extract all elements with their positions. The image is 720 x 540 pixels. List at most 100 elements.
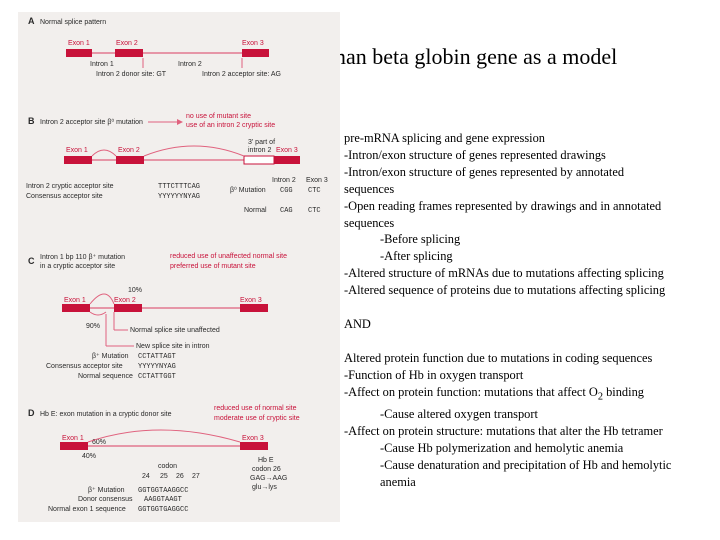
panel-a-intron2: Intron 2 xyxy=(178,61,202,68)
panel-d-note1: reduced use of normal site xyxy=(214,405,297,412)
panel-a-exon2-label: Exon 2 xyxy=(116,40,138,47)
panel-b-note2: use of an intron 2 cryptic site xyxy=(186,122,275,129)
panel-b-exon2 xyxy=(116,156,144,164)
panel-c-note2: preferred use of mutant site xyxy=(170,263,256,270)
splicing-figure: A Normal splice pattern Exon 1 Exon 2 Ex… xyxy=(18,12,340,522)
notes-line: -Before splicing xyxy=(344,231,716,248)
panel-b-exon3 xyxy=(274,156,300,164)
panel-b-letter: B xyxy=(28,116,35,126)
panel-c-normal-site: Normal splice site unaffected xyxy=(130,327,220,334)
panel-c-consensus-seq: YYYYYNYAG xyxy=(138,363,176,371)
notes-line-text-after: binding xyxy=(603,384,644,399)
panel-c-mutation: β⁺ Mutation xyxy=(92,353,129,360)
notes-line: -Open reading frames represented by draw… xyxy=(344,198,716,215)
notes-line: -Affect on protein structure: mutations … xyxy=(344,423,716,440)
panel-d-donor: Donor consensus xyxy=(78,496,133,503)
panel-a-acceptor: Intron 2 acceptor site: AG xyxy=(202,71,281,78)
panel-c-pct-b: 90% xyxy=(86,323,100,330)
notes-line: -Cause Hb polymerization and hemolytic a… xyxy=(344,440,716,457)
panel-a-exon2 xyxy=(115,49,143,57)
panel-b-consensus: Consensus acceptor site xyxy=(26,193,103,200)
panel-c-exon1 xyxy=(62,304,90,312)
panel-b-mutation-seq: CGG xyxy=(280,187,293,195)
notes-line: -Cause denaturation and precipitation of… xyxy=(344,457,716,474)
panel-a-letter: A xyxy=(28,16,35,26)
notes-line-text: sequences xyxy=(344,215,395,230)
splicing-diagram: A Normal splice pattern Exon 1 Exon 2 Ex… xyxy=(26,16,328,514)
page-title: Human beta globin gene as a model xyxy=(302,44,618,69)
panel-d-codon-26: 26 xyxy=(176,473,184,480)
notes-line-text-cont: RNA splicing and gene expression xyxy=(373,131,545,145)
panel-c-heading2: in a cryptic acceptor site xyxy=(40,263,115,270)
panel-d-exon1-label: Exon 1 xyxy=(62,435,84,442)
panel-b-intron-part xyxy=(243,155,275,165)
panel-d-hbe2: codon 26 xyxy=(252,466,281,473)
notes-line: anemia xyxy=(344,474,716,491)
notes-list: pre-mRNA splicing and gene expression-In… xyxy=(344,130,716,490)
panel-d-donor-seq: AAGGTAAGT xyxy=(144,496,182,504)
panel-b-exon-seq1: CTC xyxy=(308,187,321,195)
notes-line: sequences xyxy=(344,181,716,198)
panel-b-exon-seq2: CTC xyxy=(308,207,321,215)
panel-c-exon3-label: Exon 3 xyxy=(240,297,262,304)
panel-d-normal: Normal exon 1 sequence xyxy=(48,506,126,513)
notes-line-text: -Intron/exon structure of genes represen… xyxy=(344,147,606,162)
panel-c-exon2 xyxy=(114,304,142,312)
notes-subscript: 2 xyxy=(597,391,603,403)
notes-line: pre-mRNA splicing and gene expression xyxy=(344,130,716,147)
notes-spacer xyxy=(344,299,716,316)
panel-b-heading: Intron 2 acceptor site β⁰ mutation xyxy=(40,118,143,126)
panel-d-exon1 xyxy=(60,442,88,450)
panel-b-exon1 xyxy=(64,156,92,164)
panel-c-mutation-seq: CCTATTAGT xyxy=(138,353,176,361)
panel-c-exon3 xyxy=(240,304,268,312)
panel-b-exon1-label: Exon 1 xyxy=(66,147,88,154)
panel-d-heading: Hb E: exon mutation in a cryptic donor s… xyxy=(40,411,172,418)
notes-line: -Altered structure of mRNAs due to mutat… xyxy=(344,265,716,282)
panel-c-heading1: Intron 1 bp 110 β⁺ mutation xyxy=(40,254,125,261)
notes-line-text: -Affect on protein function: mutations t… xyxy=(344,384,598,399)
panel-d-hbe1: Hb E xyxy=(258,457,274,464)
panel-c-letter: C xyxy=(28,256,35,266)
panel-c-note1: reduced use of unaffected normal site xyxy=(170,253,287,260)
panel-d-normal-seq: GGTGGTGAGGCC xyxy=(138,506,188,514)
notes-line-text: -Before splicing xyxy=(380,232,461,247)
panel-c-consensus: Consensus acceptor site xyxy=(46,363,123,370)
panel-b-part-label1: 3' part of xyxy=(248,139,275,146)
panel-d-codon-24: 24 xyxy=(142,473,150,480)
notes-line-text: sequences xyxy=(344,181,395,196)
notes-line-text: -Altered structure of mRNAs due to mutat… xyxy=(344,266,664,281)
panel-d-mutation-seq: GGTGGTAAGGCC xyxy=(138,487,188,495)
panel-c-normal: Normal sequence xyxy=(78,373,133,380)
panel-d-hbe4: glu→lys xyxy=(252,484,277,491)
panel-b-cryptic: Intron 2 cryptic acceptor site xyxy=(26,183,114,190)
notes-line: -Intron/exon structure of genes represen… xyxy=(344,147,716,164)
notes-line: -Intron/exon structure of genes represen… xyxy=(344,164,716,181)
notes-line: -After splicing xyxy=(344,248,716,265)
notes-line-text: -Intron/exon structure of genes represen… xyxy=(344,164,625,179)
notes-line-text: -Function of Hb in oxygen transport xyxy=(344,367,524,382)
notes-line: AND xyxy=(344,316,716,333)
panel-d-hbe3: GAG→AAG xyxy=(250,475,287,482)
notes-line: sequences xyxy=(344,215,716,232)
panel-d-mutation: β⁺ Mutation xyxy=(88,487,125,494)
panel-a-intron1: Intron 1 xyxy=(90,61,114,68)
notes-spacer xyxy=(344,333,716,350)
notes-line: Altered protein function due to mutation… xyxy=(344,350,716,367)
panel-b-mutation: β⁰ Mutation xyxy=(230,186,266,194)
notes-line-text: -After splicing xyxy=(380,249,453,264)
panel-a-exon1-label: Exon 1 xyxy=(68,40,90,47)
panel-b-consensus-seq: YYYYYYNYAG xyxy=(158,193,200,201)
panel-c-normal-seq: CCTATTGGT xyxy=(138,373,176,381)
panel-b-normal-seq: CAG xyxy=(280,207,293,215)
notes-line-text: -Affect on protein structure: mutations … xyxy=(344,423,663,438)
panel-a-donor: Intron 2 donor site: GT xyxy=(96,71,167,78)
panel-b-note1: no use of mutant site xyxy=(186,113,251,120)
panel-b-normal: Normal xyxy=(244,207,267,214)
panel-d-pct-a: 60% xyxy=(92,439,106,446)
notes-line-text: pre-m xyxy=(344,131,374,145)
panel-c-exon2-label: Exon 2 xyxy=(114,297,136,304)
panel-d-note2: moderate use of cryptic site xyxy=(214,415,300,422)
panel-b-cryptic-seq: TTTCTTTCAG xyxy=(158,183,200,191)
panel-a-exon1 xyxy=(66,49,92,57)
